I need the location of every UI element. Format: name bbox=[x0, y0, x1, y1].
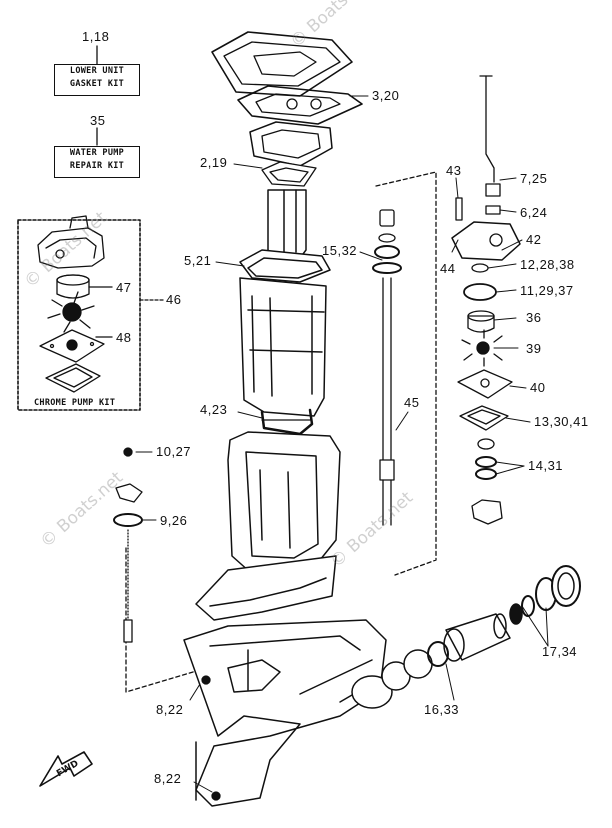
lower-casing bbox=[195, 431, 341, 621]
gasket-3-20 bbox=[237, 85, 363, 125]
kit-line: WATER PUMP bbox=[69, 148, 125, 158]
leader-lines bbox=[135, 95, 549, 793]
callout-9-26: 9,26 bbox=[160, 513, 188, 528]
callout-13-30-41: 13,30,41 bbox=[534, 414, 589, 429]
plate-2-19 bbox=[249, 121, 333, 187]
kit-line: GASKET KIT bbox=[69, 79, 125, 89]
chrome-impeller bbox=[47, 291, 95, 333]
callout-15-32: 15,32 bbox=[322, 243, 358, 258]
fwd-arrow bbox=[39, 751, 93, 787]
shift-rod-frame bbox=[125, 547, 301, 693]
chrome-impeller-insert bbox=[56, 274, 90, 299]
callout-48: 48 bbox=[116, 330, 132, 345]
callout-43: 43 bbox=[446, 163, 462, 178]
callout-39: 39 bbox=[526, 341, 542, 356]
callout-12-28-38: 12,28,38 bbox=[520, 257, 575, 272]
chrome-gasket bbox=[45, 363, 101, 393]
callout-8-22-upper: 8,22 bbox=[156, 702, 184, 717]
callout-3-20: 3,20 bbox=[372, 88, 400, 103]
callout-5-21: 5,21 bbox=[184, 253, 212, 268]
chrome-pump-kit-title: CHROME PUMP KIT bbox=[34, 398, 116, 408]
callout-11-29-37: 11,29,37 bbox=[520, 283, 574, 298]
callout-7-25: 7,25 bbox=[520, 171, 548, 186]
chrome-pump-housing bbox=[37, 215, 105, 269]
callout-8-22-lower: 8,22 bbox=[154, 771, 182, 786]
callout-10-27: 10,27 bbox=[156, 444, 192, 459]
callout-6-24: 6,24 bbox=[520, 205, 548, 220]
callout-16-33: 16,33 bbox=[424, 702, 460, 717]
callout-40: 40 bbox=[530, 380, 546, 395]
gear-case bbox=[183, 619, 387, 807]
kit-line: LOWER UNIT bbox=[69, 66, 125, 76]
kit-line: REPAIR KIT bbox=[69, 161, 125, 171]
shift-rod bbox=[372, 209, 402, 526]
kit-ref-46: 46 bbox=[166, 292, 182, 307]
pump-housing-group bbox=[451, 75, 521, 525]
lower-unit-gasket-kit: LOWER UNIT GASKET KIT bbox=[54, 64, 140, 96]
callout-36: 36 bbox=[526, 310, 542, 325]
prop-shaft-assembly bbox=[339, 565, 581, 709]
kit-ref-35: 35 bbox=[90, 113, 106, 128]
pump-assembly-frame bbox=[375, 171, 437, 576]
callout-47: 47 bbox=[116, 280, 132, 295]
kit-ref-1-18: 1,18 bbox=[82, 29, 110, 44]
drain-screw-lower bbox=[211, 791, 221, 801]
callout-44: 44 bbox=[440, 261, 456, 276]
chrome-plate bbox=[39, 329, 105, 363]
chrome-pump-kit-frame bbox=[17, 219, 141, 411]
callout-45: 45 bbox=[404, 395, 420, 410]
callout-4-23: 4,23 bbox=[200, 402, 228, 417]
upper-gasket bbox=[211, 31, 353, 97]
drain-screw-upper bbox=[201, 675, 211, 685]
shift-rod-left bbox=[113, 447, 143, 643]
callout-2-19: 2,19 bbox=[200, 155, 228, 170]
callout-42: 42 bbox=[526, 232, 542, 247]
upper-casing bbox=[239, 189, 331, 417]
callout-14-31: 14,31 bbox=[528, 458, 564, 473]
water-pump-repair-kit: WATER PUMP REPAIR KIT bbox=[54, 146, 140, 178]
callout-17-34: 17,34 bbox=[542, 644, 578, 659]
